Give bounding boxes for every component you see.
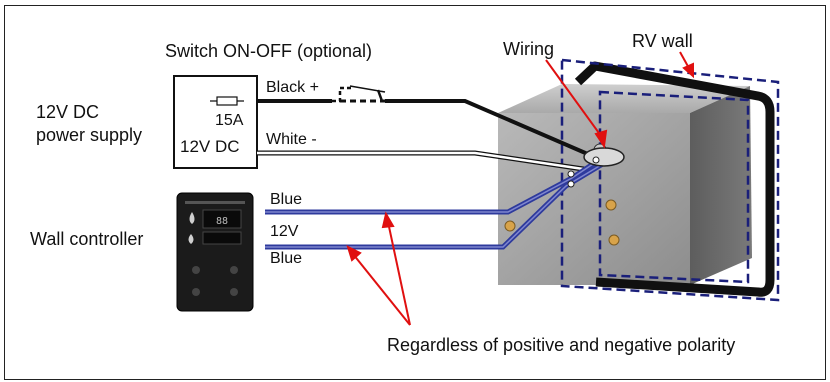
red-arrows (346, 51, 694, 326)
arrow-polarity-left (352, 253, 411, 326)
wall-controller-label: Wall controller (30, 229, 144, 249)
power-supply-label-line2: power supply (36, 125, 143, 145)
blue-wire-bottom-label: Blue (270, 250, 303, 267)
rv-wall-outline-outer (560, 58, 780, 302)
blue-wire-top-label: Blue (270, 191, 303, 208)
signal-12v-label: 12V (270, 223, 299, 240)
rv-wall-frame (574, 61, 775, 297)
svg-text:88: 88 (216, 216, 228, 227)
wiring-label: Wiring (503, 39, 555, 59)
black-wire-label: Black + (266, 79, 319, 96)
supply-voltage: 12V DC (180, 137, 240, 156)
power-supply-box (173, 75, 258, 169)
arrow-polarity-right (387, 221, 411, 326)
droplet-icon (189, 212, 195, 224)
heater-side-face (690, 86, 752, 285)
switch-label: Switch ON-OFF (optional) (165, 41, 373, 61)
white-wire-label: White - (266, 131, 317, 148)
fuse-rating: 15A (215, 112, 244, 129)
wall-controller: 88 (176, 192, 254, 312)
polarity-note: Regardless of positive and negative pola… (387, 335, 736, 355)
rv-wall-outline-inner (598, 90, 750, 284)
power-supply-label-line1: 12V DC (36, 102, 100, 122)
switch-icon (332, 85, 386, 103)
wiring-terminals (567, 147, 625, 188)
heater-unit (498, 84, 752, 285)
fuse-icon (210, 96, 244, 106)
diagram-frame (4, 5, 826, 380)
heater-front-face (498, 113, 690, 285)
flame-icon (188, 234, 194, 244)
arrow-wiring (545, 59, 605, 141)
black-wire (257, 99, 591, 157)
rv-wall-label: RV wall (632, 31, 693, 51)
